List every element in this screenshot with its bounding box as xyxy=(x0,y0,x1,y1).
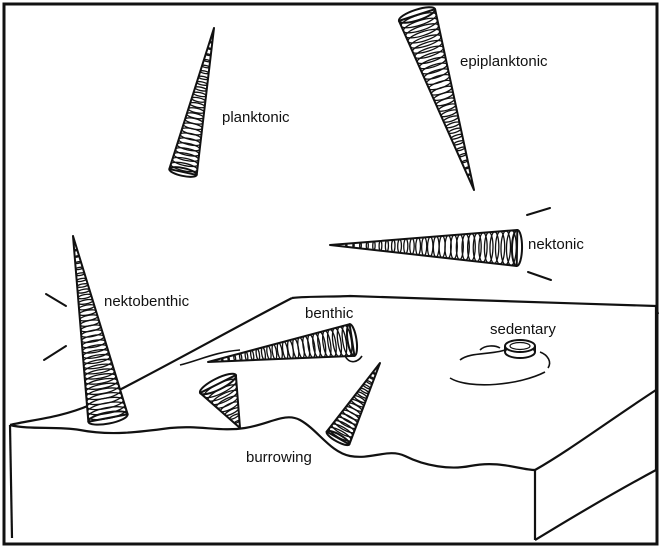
label-burrowing: burrowing xyxy=(246,449,312,466)
nektonic-shell xyxy=(330,230,522,266)
planktonic-shell xyxy=(168,28,214,179)
nektobenthic-motion-mark-top xyxy=(46,294,66,306)
label-epiplanktonic: epiplanktonic xyxy=(460,53,548,70)
burrowing-shell xyxy=(198,370,240,428)
label-planktonic: planktonic xyxy=(222,109,290,126)
block-top-left-edge xyxy=(10,298,292,425)
benthic-upright-shell xyxy=(325,363,380,448)
sedentary-ripple-b xyxy=(450,372,545,385)
label-benthic: benthic xyxy=(305,305,354,322)
nektonic-motion-mark-top xyxy=(527,208,550,215)
block-right-edge xyxy=(535,306,656,540)
benthic-shell xyxy=(208,324,359,362)
nektonic-motion-mark-bottom xyxy=(528,272,551,280)
epiplanktonic-shell xyxy=(397,4,474,190)
block-right-top-edge xyxy=(535,390,656,470)
sedentary-ripple-c xyxy=(480,346,500,350)
nektobenthic-motion-mark-bottom xyxy=(44,346,66,360)
sedentary-ripple-d xyxy=(540,352,550,368)
block-front-left-edge xyxy=(10,425,12,538)
sedentary-ripple-a xyxy=(460,350,505,360)
sedentary-shell xyxy=(505,340,535,358)
label-nektobenthic: nektobenthic xyxy=(104,293,190,310)
frame-border xyxy=(4,4,657,544)
nektobenthic-shell xyxy=(73,236,129,427)
label-nektonic: nektonic xyxy=(528,236,584,253)
label-sedentary: sedentary xyxy=(490,321,556,338)
